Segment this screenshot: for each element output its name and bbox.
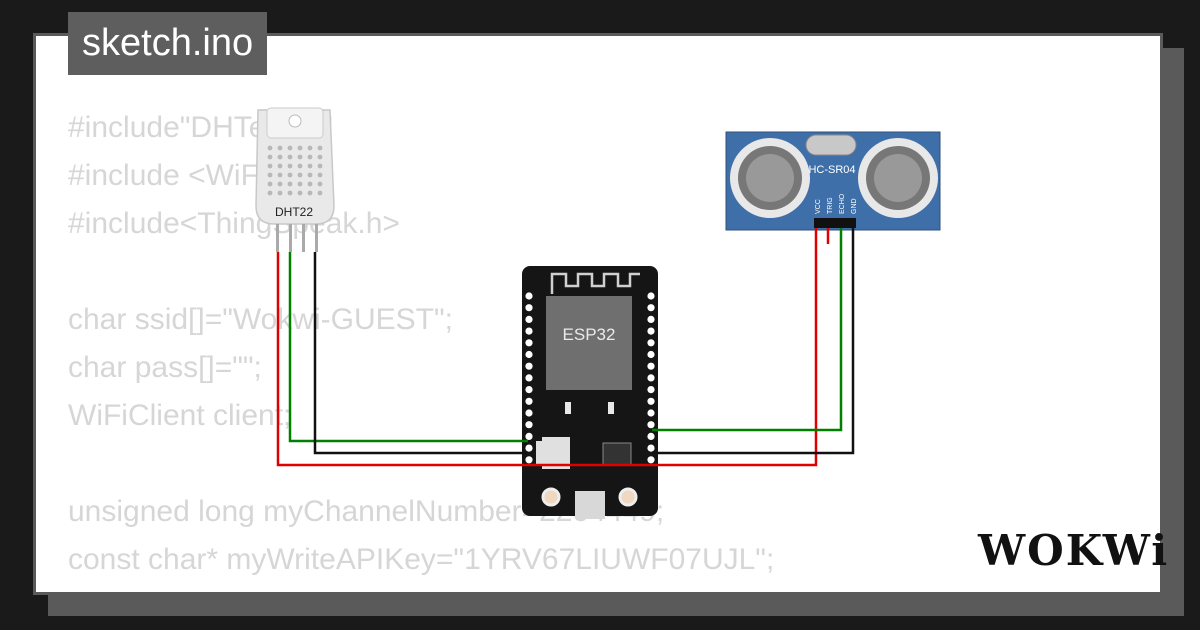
code-preview: #include"DHTesp.h"#include <WiFi.h>#incl… [68, 104, 775, 592]
pin-hole [647, 315, 655, 323]
pin-label-trig: TRIG [827, 197, 834, 214]
vent-hole [287, 154, 293, 160]
vent-hole [267, 190, 273, 196]
vent-hole [317, 172, 323, 178]
vent-hole [317, 190, 323, 196]
pin-hole [647, 432, 655, 440]
vent-hole [297, 145, 303, 151]
pin-hole [647, 421, 655, 429]
pin-hole [525, 304, 533, 312]
vent-hole [267, 163, 273, 169]
code-line: char ssid[]="Wokwi-GUEST"; [68, 303, 453, 336]
pin-label-echo: ECHO [839, 193, 846, 214]
pin-hole [525, 409, 533, 417]
vent-hole [267, 181, 273, 187]
pin-hole [647, 409, 655, 417]
pin-hole [647, 350, 655, 359]
wire-dht-data [288, 252, 528, 443]
vent-hole [277, 172, 283, 178]
dht22-sensor[interactable]: DHT22 [255, 107, 335, 252]
wires [276, 228, 855, 467]
vent-hole [287, 145, 293, 151]
vent-hole [317, 145, 323, 151]
wire-dht-vcc [276, 228, 818, 467]
code-line: int temp, Dist; [68, 584, 774, 592]
vent-hole [287, 172, 293, 178]
vent-hole [287, 181, 293, 187]
pin-hole [525, 397, 533, 405]
vent-hole [307, 190, 313, 196]
vent-hole [277, 154, 283, 160]
pin-hole [647, 456, 655, 464]
file-tab-title: sketch.ino [68, 12, 268, 75]
dht22-label: DHT22 [275, 205, 313, 219]
pin-hole [525, 362, 533, 370]
pin-hole [525, 339, 533, 347]
vent-hole [297, 172, 303, 178]
vent-hole [307, 172, 313, 178]
esp32-pins [525, 292, 655, 464]
esp32-label: ESP32 [563, 325, 616, 344]
vent-hole [267, 154, 273, 160]
vent-hole [307, 154, 313, 160]
pin-hole [647, 386, 655, 394]
vent-hole [277, 190, 283, 196]
vent-hole [307, 145, 313, 151]
pin-hole [647, 304, 655, 312]
wire-dht-gnd [313, 252, 528, 455]
vent-hole [277, 145, 283, 151]
pin-hole [525, 432, 533, 440]
pin-hole [525, 292, 533, 300]
wokwi-logo: WOKWi [978, 526, 1170, 575]
pin-hole [647, 444, 655, 452]
pin-hole [647, 327, 655, 335]
pin-hole [647, 339, 655, 347]
vent-hole [297, 154, 303, 160]
pin-label-vcc: VCC [815, 199, 822, 214]
pin-hole [647, 374, 655, 382]
wire-trig [652, 228, 843, 432]
vent-hole [297, 190, 303, 196]
vent-hole [307, 181, 313, 187]
vent-hole [287, 190, 293, 196]
pin-hole [525, 444, 533, 452]
pin-hole [525, 421, 533, 429]
pin-hole [525, 315, 533, 323]
vent-hole [317, 154, 323, 160]
pin-label-gnd: GND [851, 198, 858, 214]
code-line: char pass[]=""; [68, 351, 262, 384]
vent-hole [317, 181, 323, 187]
vent-hole [297, 163, 303, 169]
wire-gnd [652, 228, 855, 455]
vent-hole [267, 145, 273, 151]
hc-sr04-sensor[interactable]: HC-SR04 VCC TRIG ECHO GND [725, 131, 941, 231]
vent-hole [307, 163, 313, 169]
pin-hole [647, 362, 655, 370]
vent-hole [267, 172, 273, 178]
vent-hole [277, 181, 283, 187]
vent-hole [317, 163, 323, 169]
pin-hole [647, 292, 655, 300]
vent-hole [277, 163, 283, 169]
pin-hole [525, 350, 533, 359]
pin-hole [525, 386, 533, 394]
esp32-board[interactable]: ESP32 [522, 266, 658, 519]
pin-hole [525, 374, 533, 382]
pin-hole [525, 456, 533, 464]
pin-hole [525, 327, 533, 335]
pin-hole [647, 397, 655, 405]
vent-hole [297, 181, 303, 187]
vent-hole [287, 163, 293, 169]
hc-sr04-label: HC-SR04 [808, 164, 855, 176]
code-line: const char* myWriteAPIKey="1YRV67LIUWF07… [68, 543, 775, 576]
code-line: #include<ThingSpeak.h> [68, 207, 400, 240]
